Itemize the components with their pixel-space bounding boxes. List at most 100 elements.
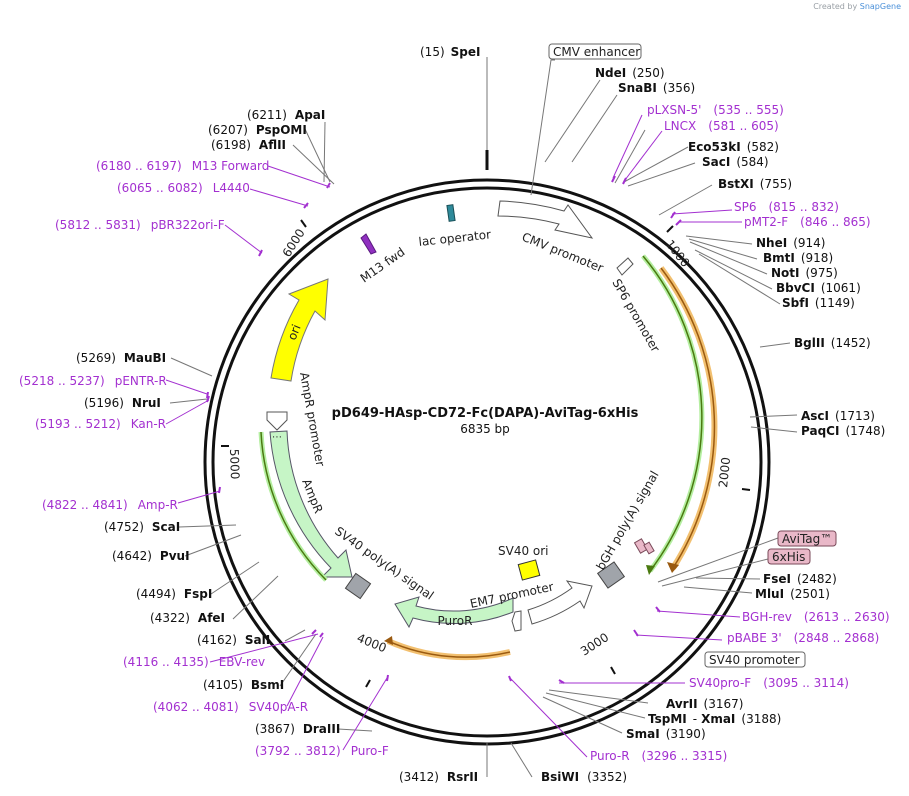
site-tspmi-xmai: TspMI-XmaI(3188) xyxy=(648,712,781,726)
tick-6000 xyxy=(300,219,307,228)
bgh-polya-box xyxy=(596,561,626,589)
primer-puro-r: Puro-R(3296 .. 3315) xyxy=(590,749,727,763)
sv40-promoter-callout xyxy=(704,651,806,668)
cmv-enhancer-label: CMV enhancer xyxy=(553,45,640,59)
site-mlui: MluI(2501) xyxy=(755,587,830,601)
primer-kan-r: (5193 .. 5212)Kan-R xyxy=(35,417,166,431)
site-scai: (4752)ScaI xyxy=(104,520,180,534)
site-rsrii: (3412)RsrII xyxy=(399,770,478,784)
ampr-arrow xyxy=(269,430,353,578)
insert-outer-line xyxy=(660,267,716,569)
site-avrii: AvrII(3167) xyxy=(666,697,743,711)
site-apai: (6211)ApaI xyxy=(247,108,325,122)
plasmid-name: pD649-HAsp-CD72-Fc(DAPA)-AviTag-6xHis xyxy=(332,406,639,421)
tick-label-4000: 4000 xyxy=(355,631,389,655)
primer-ebv-rev: (4116 .. 4135)EBV-rev xyxy=(123,655,265,669)
site-noti: NotI(975) xyxy=(771,266,838,280)
sv40-ori-label: SV40 ori xyxy=(498,544,549,558)
sv40-ori-box xyxy=(517,559,541,581)
ampr-promoter-arrow xyxy=(266,411,288,431)
primer-amp-r: (4822 .. 4841)Amp-R xyxy=(42,498,178,512)
bgh-polya-label: bGH poly(A) signal xyxy=(593,468,661,572)
credit-prefix: Created by xyxy=(813,2,858,11)
avitag-callout xyxy=(777,530,837,547)
tick-label-3000: 3000 xyxy=(578,630,611,658)
avitag-mark xyxy=(633,538,649,554)
tick-4000 xyxy=(365,679,371,688)
sp6-promoter-label: SP6 promoter xyxy=(609,277,662,355)
plasmid-length: 6835 bp xyxy=(460,422,510,436)
site-pspomi: (6207)PspOMI xyxy=(208,123,307,137)
cmv-promoter-arrow xyxy=(497,200,594,239)
backbone-inner-ring xyxy=(211,186,763,738)
tick-label-2000: 2000 xyxy=(716,456,733,488)
sv40-promoter-arrow xyxy=(527,580,593,625)
primer-pmt2f: pMT2-F(846 .. 865) xyxy=(744,215,871,229)
site-bsiwi: BsiWI(3352) xyxy=(541,770,627,784)
cmv-enhancer-callout xyxy=(548,43,642,60)
enzyme-sites: (15)SpeI NdeI(250) SnaBI(356) Eco53kI(58… xyxy=(76,45,885,784)
site-spei: (15)SpeI xyxy=(420,45,480,59)
site-afliii: (6198)AflII xyxy=(211,138,286,152)
primer-sv40pa-r: (4062 .. 4081)SV40pA-R xyxy=(153,700,308,714)
snapgene-logo-text: SnapGene xyxy=(859,2,901,11)
puror-highlight-line xyxy=(387,640,511,658)
site-fsei: FseI(2482) xyxy=(763,572,837,586)
site-afei: (4322)AfeI xyxy=(150,611,225,625)
site-draiii: (3867)DraIII xyxy=(255,722,340,736)
primer-ticks xyxy=(206,175,682,684)
puror-arrow xyxy=(394,596,514,629)
site-paqci: PaqCI(1748) xyxy=(801,424,885,438)
primer-puro-f: (3792 .. 3812)Puro-F xyxy=(255,744,389,758)
site-asci: AscI(1713) xyxy=(801,409,875,423)
cmv-promoter-label: CMV promoter xyxy=(520,230,605,275)
site-maubi: (5269)MauBI xyxy=(76,351,166,365)
primer-sv40pro-f: SV40pro-F(3095 .. 3114) xyxy=(689,676,849,690)
puror-label: PuroR xyxy=(438,614,473,628)
primer-sites: pLXSN-5'(535 .. 555) LNCX(581 .. 605) SP… xyxy=(19,103,890,763)
tick-label-5000: 5000 xyxy=(227,449,242,480)
tick-1000 xyxy=(666,225,674,233)
tick-3000 xyxy=(610,666,616,675)
lac-operator-label: lac operator xyxy=(418,227,492,249)
site-smai: SmaI(3190) xyxy=(626,727,706,741)
primer-m13-forward: (6180 .. 6197)M13 Forward xyxy=(96,159,269,173)
site-eco53ki: Eco53kI(582) xyxy=(688,140,779,154)
primer-l4440: (6065 .. 6082)L4440 xyxy=(117,181,250,195)
site-ndei: NdeI(250) xyxy=(595,66,665,80)
m13-fwd-arrow xyxy=(360,233,377,255)
primer-plxsn: pLXSN-5'(535 .. 555) xyxy=(647,103,784,117)
sp6-promoter-arrow xyxy=(616,257,634,276)
tick-2000 xyxy=(741,488,751,491)
site-nrui: (5196)NruI xyxy=(84,396,161,410)
site-nhei: NheI(914) xyxy=(756,236,825,250)
avitag-label: AviTag™ xyxy=(782,532,832,546)
primer-lncx: LNCX(581 .. 605) xyxy=(664,119,779,133)
m13-fwd-label: M13 fwd xyxy=(358,245,408,286)
sixhis-mark xyxy=(643,541,655,555)
site-bbvci: BbvCI(1061) xyxy=(776,281,861,295)
primer-pentr-r: (5218 .. 5237)pENTR-R xyxy=(19,374,167,388)
primer-leader-lines xyxy=(165,114,742,758)
leader-lines xyxy=(169,57,798,778)
site-snabi: SnaBI(356) xyxy=(618,81,695,95)
ori-arrow xyxy=(270,278,329,382)
site-bstxi: BstXI(755) xyxy=(718,177,792,191)
primer-bgh-rev: BGH-rev(2613 .. 2630) xyxy=(742,610,890,624)
sixhis-callout xyxy=(767,548,811,565)
primer-pbabe3: pBABE 3'(2848 .. 2868) xyxy=(727,631,879,645)
site-saci: SacI(584) xyxy=(702,155,769,169)
ampr-promoter-label: AmpR promoter xyxy=(297,371,327,467)
site-bsmi: (4105)BsmI xyxy=(203,678,284,692)
ampr-dots: ⋯ xyxy=(272,432,282,443)
sv40-polya-left-box xyxy=(344,572,372,600)
sv40-promoter-label: SV40 promoter xyxy=(709,653,800,667)
ori-label: ori xyxy=(285,322,304,342)
site-bglii: BglII(1452) xyxy=(794,336,871,350)
primer-sp6: SP6(815 .. 832) xyxy=(734,200,839,214)
lac-operator-box xyxy=(446,204,456,222)
snapgene-credit: Created by SnapGene xyxy=(813,2,901,11)
site-fspi: (4494)FspI xyxy=(136,587,212,601)
sixhis-label: 6xHis xyxy=(772,550,805,564)
